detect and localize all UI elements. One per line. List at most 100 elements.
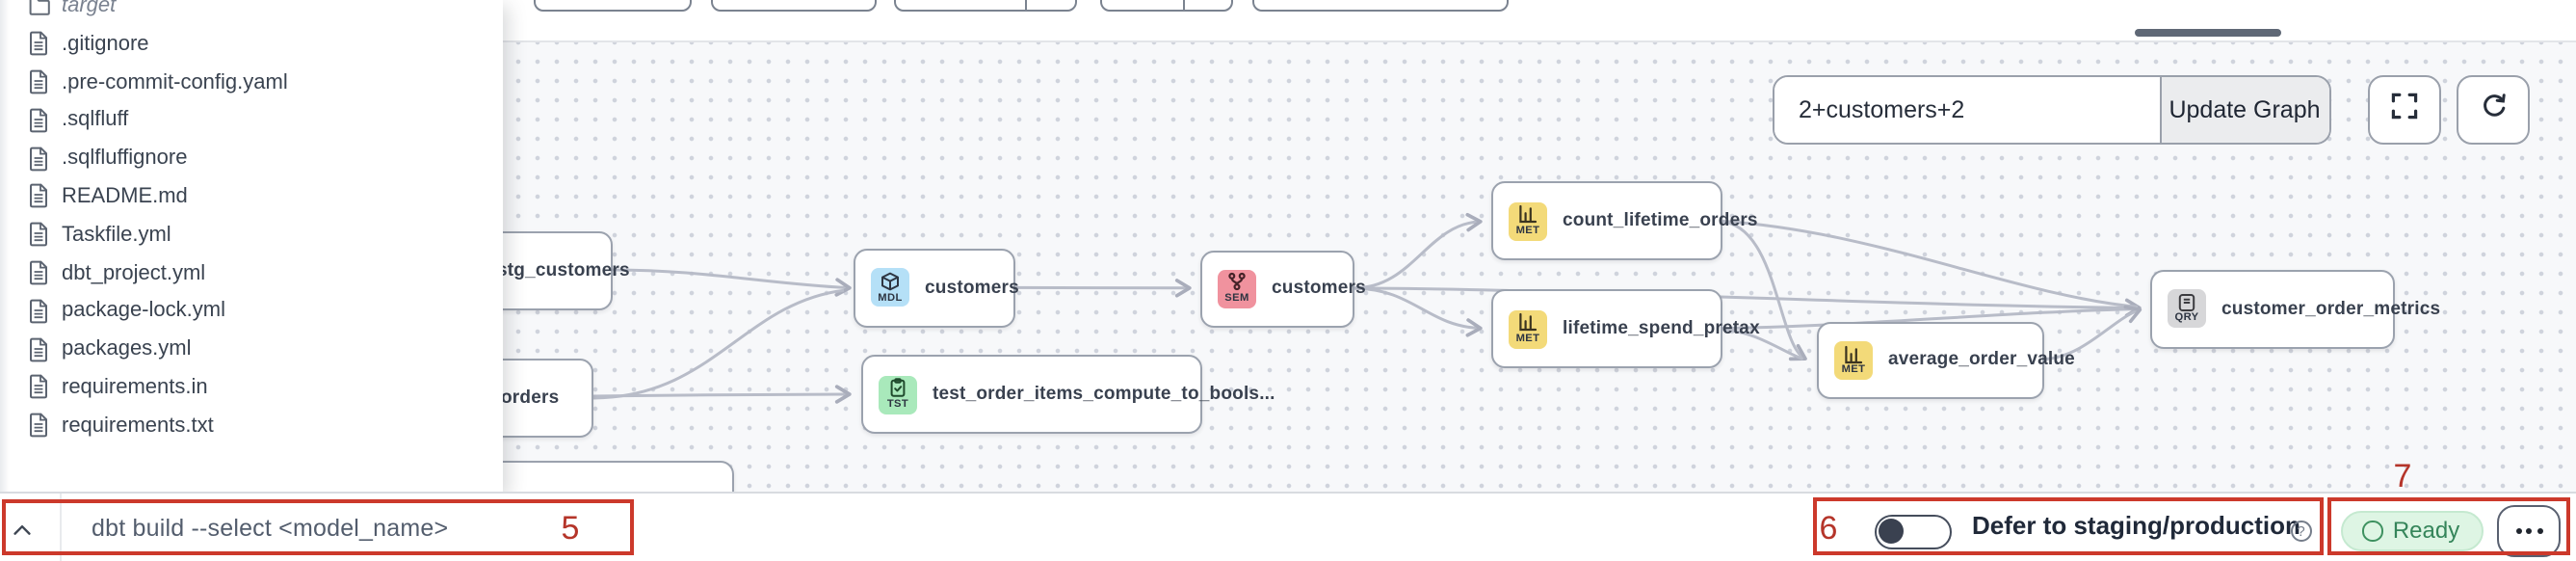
node-label: count_lifetime_orders [1563, 210, 1758, 231]
file-icon [29, 32, 50, 57]
collapse-panel-button[interactable] [13, 493, 31, 561]
bar-chart-icon: MET [1834, 340, 1873, 380]
file-name: .sqlfluffignore [62, 147, 188, 171]
file-row-requirements-txt[interactable]: requirements.txt [0, 407, 503, 445]
status-badge-label: Ready [2392, 517, 2460, 545]
graph-node-customer_order_metrics[interactable]: QRY customer_order_metrics [2150, 269, 2440, 348]
node-badge: MET [1515, 225, 1540, 237]
file-icon [29, 108, 50, 133]
file-icon [29, 223, 50, 248]
file-row-readme-md[interactable]: README.md [0, 177, 503, 216]
file-name: requirements.txt [62, 414, 214, 438]
file-row-dbt-project-yml[interactable]: dbt_project.yml [0, 254, 503, 292]
node-badge: TST [886, 398, 909, 411]
file-row--pre-commit-config-yaml[interactable]: .pre-commit-config.yaml [0, 63, 503, 101]
graph-selector-group: 2+customers+2 Update Graph [1772, 75, 2330, 145]
stub-divider [1024, 0, 1027, 10]
file-row--sqlfluffignore[interactable]: .sqlfluffignore [0, 140, 503, 178]
graph-node-test_order_items[interactable]: TST test_order_items_compute_to_bools... [861, 355, 1275, 434]
toolbar-button-stub-3[interactable] [894, 0, 1076, 12]
toolbar-button-stub-2[interactable] [711, 0, 877, 12]
ellipsis-icon [2515, 528, 2521, 534]
bar-chart-icon: MET [1509, 309, 1547, 348]
toolbar-button-stub-5[interactable] [1252, 0, 1509, 12]
file-icon [29, 414, 50, 439]
annotation-label-6: 6 [1819, 510, 1838, 547]
file-name: packages.yml [62, 337, 192, 361]
update-graph-button[interactable]: Update Graph [2159, 77, 2328, 143]
fullscreen-button[interactable] [2367, 75, 2440, 145]
status-ring-icon [2362, 521, 2383, 541]
file-name: .gitignore [62, 32, 149, 56]
file-row-taskfile-yml[interactable]: Taskfile.yml [0, 216, 503, 254]
file-name: README.md [62, 184, 188, 208]
more-options-button[interactable] [2497, 505, 2561, 557]
graph-node-lifetime_spend_pretax[interactable]: MET lifetime_spend_pretax [1491, 289, 1760, 368]
file-icon [29, 184, 50, 209]
node-label: customers [925, 277, 1019, 299]
active-tab-underline [2135, 29, 2281, 37]
graph-node-customers_model[interactable]: MDL customers [854, 249, 1019, 327]
status-badge[interactable]: Ready [2340, 510, 2483, 551]
node-badge: MDL [878, 292, 903, 304]
graph-node-count_lifetime_orders[interactable]: MET count_lifetime_orders [1491, 181, 1758, 260]
chevron-up-icon [13, 511, 31, 546]
query-icon: QRY [2168, 289, 2206, 328]
branch-icon: SEM [1218, 269, 1256, 307]
clipboard-check-icon: TST [879, 375, 917, 414]
refresh-button[interactable] [2457, 75, 2530, 145]
toolbar-button-stub-4[interactable] [1100, 0, 1232, 12]
node-badge: SEM [1224, 292, 1249, 305]
graph-node-customers_semantic[interactable]: SEM customers [1200, 250, 1366, 327]
file-icon [29, 375, 50, 400]
node-badge: MET [1515, 333, 1540, 345]
file-row-target[interactable]: target [0, 0, 503, 25]
bar-chart-icon: MET [1509, 201, 1547, 240]
file-row--sqlfluff[interactable]: .sqlfluff [0, 101, 503, 140]
file-row-package-lock-yml[interactable]: package-lock.yml [0, 292, 503, 331]
defer-toggle[interactable] [1874, 514, 1951, 548]
command-input[interactable]: dbt build --select <model_name> [92, 514, 449, 542]
graph-node-average_order_value[interactable]: MET average_order_value [1817, 321, 2075, 399]
help-icon[interactable]: ? [2290, 520, 2312, 542]
file-name: Taskfile.yml [62, 223, 171, 247]
node-label: test_order_items_compute_to_bools... [933, 384, 1275, 405]
node-badge: QRY [2174, 312, 2199, 325]
file-name: package-lock.yml [62, 299, 225, 323]
node-label: customers [1272, 278, 1366, 299]
file-browser-panel: target .gitignore .pre-commit-config.yaml.… [0, 0, 503, 491]
node-label: lifetime_spend_pretax [1563, 318, 1760, 339]
node-label: average_order_value [1888, 349, 2075, 371]
file-name: .pre-commit-config.yaml [62, 70, 288, 94]
file-icon [29, 336, 50, 361]
annotation-label-7: 7 [2393, 457, 2412, 494]
file-icon [29, 69, 50, 94]
file-name: dbt_project.yml [62, 261, 206, 285]
file-name: requirements.in [62, 375, 208, 399]
file-icon [29, 299, 50, 324]
stub-divider [1183, 0, 1186, 10]
node-label: customer_order_metrics [2221, 298, 2441, 319]
node-label: stg_customers [497, 259, 630, 280]
file-row-packages-yml[interactable]: packages.yml [0, 331, 503, 369]
node-badge: MET [1841, 364, 1866, 376]
refresh-icon [2479, 91, 2508, 129]
file-name: target [62, 0, 117, 17]
graph-node-partial_node[interactable] [482, 460, 734, 493]
defer-label: Defer to staging/production [1972, 511, 2300, 541]
toggle-knob [1879, 518, 1904, 543]
file-row--gitignore[interactable]: .gitignore [0, 25, 503, 64]
folder-icon [29, 0, 50, 18]
panel-left-shade [0, 0, 10, 491]
file-row-requirements-in[interactable]: requirements.in [0, 368, 503, 407]
fullscreen-icon [2390, 92, 2417, 128]
file-icon [29, 260, 50, 285]
graph-selector-input[interactable]: 2+customers+2 [1774, 77, 2159, 143]
file-icon [29, 146, 50, 171]
cube-icon: MDL [871, 268, 909, 307]
toolbar-button-stub-1[interactable] [533, 0, 691, 12]
file-name: .sqlfluff [62, 108, 129, 132]
annotation-label-5: 5 [561, 510, 580, 547]
